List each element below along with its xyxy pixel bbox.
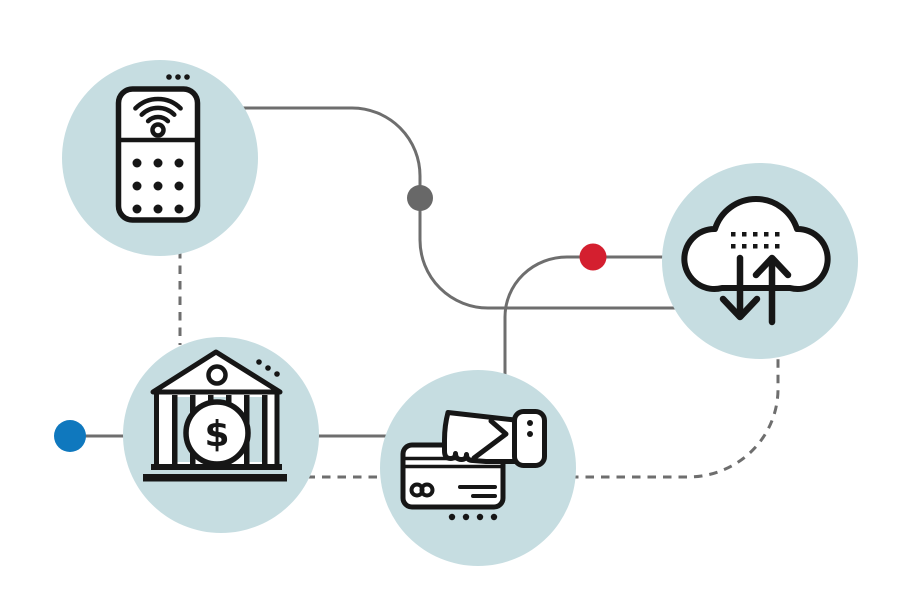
bank-step bbox=[151, 464, 282, 470]
contactless-pos-terminal-icon bbox=[115, 74, 201, 223]
bank-building-dollar-icon: $ bbox=[143, 349, 287, 482]
cloud-outline bbox=[681, 195, 831, 292]
terminal-keypad-dots bbox=[132, 158, 184, 214]
cloud-dots bbox=[731, 232, 780, 249]
hand-holding-credit-card-icon bbox=[400, 409, 547, 521]
gray-dot bbox=[407, 185, 433, 211]
bank-base bbox=[143, 474, 287, 482]
red-dot bbox=[579, 243, 607, 271]
connector-bank-to-cloud-dashed bbox=[260, 352, 780, 479]
dollar-symbol: $ bbox=[204, 414, 229, 455]
bank-corner-dots bbox=[256, 359, 280, 377]
terminal-top-dots bbox=[166, 74, 190, 80]
connector-card-to-cloud bbox=[503, 255, 760, 470]
bank-pediment-circle bbox=[206, 364, 228, 386]
thumb bbox=[471, 418, 509, 461]
card-logo-ring-2 bbox=[419, 482, 435, 498]
card-bottom-dots bbox=[448, 513, 498, 521]
cloud-upload-download-icon bbox=[681, 195, 831, 326]
wifi-icon bbox=[133, 96, 183, 138]
blue-dot bbox=[54, 420, 86, 452]
cuff bbox=[512, 409, 547, 468]
download-arrow-icon bbox=[719, 254, 761, 321]
dollar-coin bbox=[183, 399, 251, 467]
cuff-dot-1 bbox=[527, 420, 533, 426]
cuff-dot-2 bbox=[527, 431, 533, 437]
upload-arrow-icon bbox=[752, 254, 792, 326]
